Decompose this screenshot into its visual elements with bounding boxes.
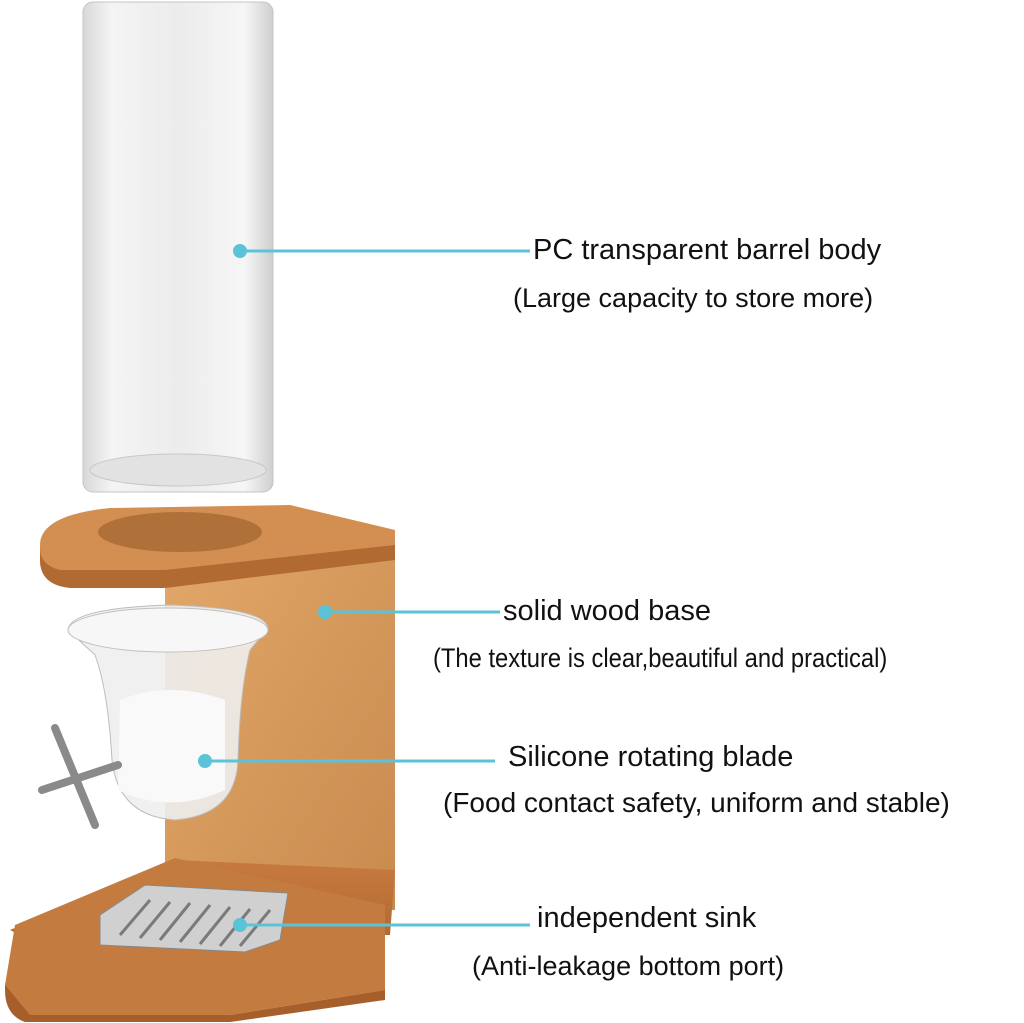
callout-sink-subtitle: (Anti-leakage bottom port) xyxy=(472,951,785,981)
tap-handle xyxy=(38,724,122,829)
drip-tray xyxy=(99,884,289,953)
callout-blade-title: Silicone rotating blade xyxy=(508,741,794,773)
callout-barrel-title: PC transparent barrel body xyxy=(533,234,882,266)
callout-barrel-subtitle: (Large capacity to store more) xyxy=(513,283,874,313)
callout-sink-title: independent sink xyxy=(537,902,757,934)
callout-blade-subtitle: (Food contact safety, uniform and stable… xyxy=(443,787,950,818)
callout-wood-title: solid wood base xyxy=(503,595,711,627)
barrel xyxy=(82,1,274,493)
callout-wood-subtitle: (The texture is clear,beautiful and prac… xyxy=(433,643,888,673)
leader-lines xyxy=(198,244,530,932)
